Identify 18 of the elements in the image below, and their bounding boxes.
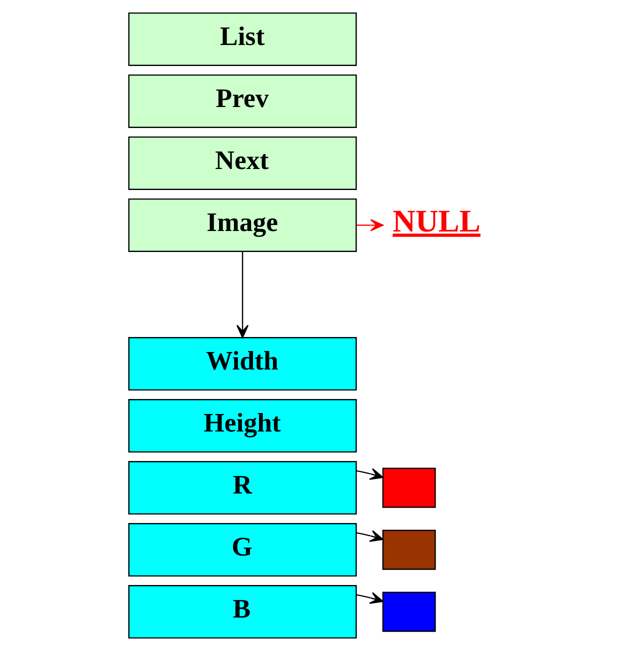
arrow xyxy=(356,468,383,480)
node-box: Image xyxy=(128,198,356,252)
arrow xyxy=(356,530,383,542)
node-box: Prev xyxy=(128,74,356,128)
node-box xyxy=(382,468,436,508)
node-text: NULL xyxy=(392,204,480,239)
node-box xyxy=(382,592,436,632)
node-box: G xyxy=(128,523,356,577)
node-box: Height xyxy=(128,399,356,453)
node-box: Next xyxy=(128,136,356,190)
node-box xyxy=(382,530,436,570)
arrow xyxy=(236,252,248,338)
node-box: List xyxy=(128,12,356,66)
node-box: R xyxy=(128,461,356,515)
arrow xyxy=(356,219,384,232)
node-box: B xyxy=(128,585,356,639)
node-box: Width xyxy=(128,337,356,391)
arrow xyxy=(356,592,383,604)
